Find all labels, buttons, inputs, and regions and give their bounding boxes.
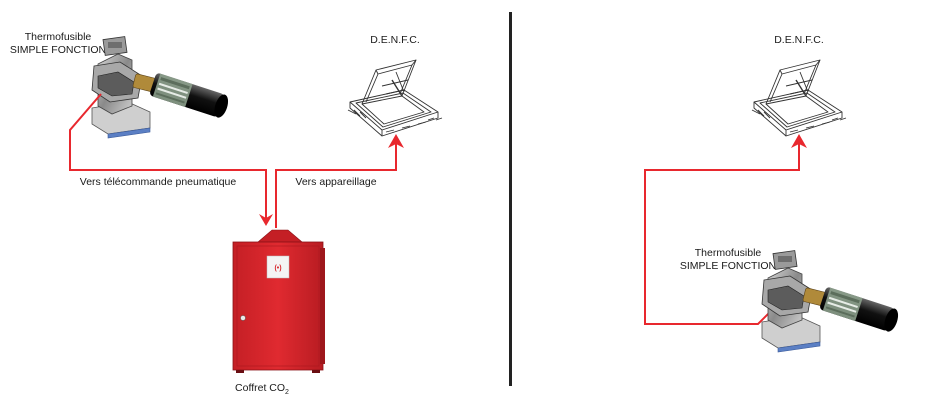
pneumatic-lines — [69, 93, 397, 228]
arrow-up-to-denfc — [388, 134, 404, 148]
line-to-cabinet — [69, 93, 267, 218]
thermofusible-label-right-line1: Thermofusible — [695, 247, 762, 259]
thermofusible-device — [91, 36, 232, 139]
co2-cabinet: (•) — [232, 229, 325, 373]
left-panel: Thermofusible SIMPLE FONCTION D.E.N.F.C.… — [10, 31, 443, 396]
line-to-denfc — [275, 142, 397, 228]
remote-control-label: Vers télécommande pneumatique — [80, 176, 237, 188]
arrow-down-to-cabinet — [259, 214, 273, 226]
panel-divider — [509, 12, 512, 386]
thermofusible-device-right — [761, 250, 902, 353]
right-panel: D.E.N.F.C. Thermofusible SIMPLE FONCTION — [644, 34, 902, 353]
pneumatic-line-right — [644, 142, 800, 325]
denfc-label: D.E.N.F.C. — [370, 34, 420, 46]
arrow-up-to-denfc-right — [791, 134, 807, 148]
coffret-co2-label: Coffret CO2 — [235, 382, 289, 396]
denfc-vent-sketch — [347, 59, 443, 137]
denfc-label-right: D.E.N.F.C. — [774, 34, 824, 46]
thermofusible-label-right-line2: SIMPLE FONCTION — [680, 260, 776, 272]
thermofusible-label-line1: Thermofusible — [25, 31, 92, 43]
cabinet-sticker — [266, 255, 290, 279]
denfc-vent-sketch-right — [751, 59, 847, 137]
thermofusible-label-line2: SIMPLE FONCTION — [10, 44, 106, 56]
sticker-symbol-icon: (•) — [274, 265, 281, 272]
cabinet-lock-icon — [240, 315, 246, 321]
equipment-label: Vers appareillage — [295, 176, 376, 188]
